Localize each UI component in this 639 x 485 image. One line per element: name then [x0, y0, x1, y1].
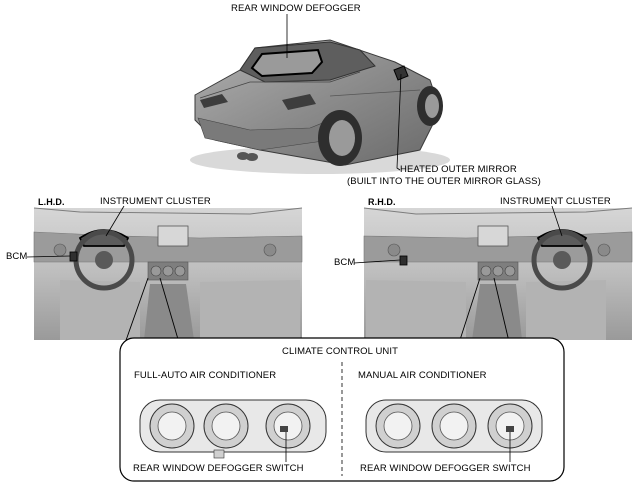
label-rhd: R.H.D.: [368, 197, 396, 207]
label-bcm-right: BCM: [334, 257, 356, 268]
label-instrument-cluster-right: INSTRUMENT CLUSTER: [500, 196, 611, 207]
manual-defogger-switch: [506, 426, 514, 432]
label-rear-window-defogger: REAR WINDOW DEFOGGER: [231, 3, 361, 14]
full-auto-defogger-switch: [280, 426, 288, 432]
label-climate-control-unit: CLIMATE CONTROL UNIT: [282, 346, 399, 357]
lhd-interior: [33, 207, 303, 340]
label-instrument-cluster-left: INSTRUMENT CLUSTER: [100, 196, 211, 207]
label-bcm-left: BCM: [6, 251, 28, 262]
label-full-auto-air-conditioner: FULL-AUTO AIR CONDITIONER: [134, 370, 277, 381]
outer-mirror: [393, 65, 409, 81]
manual-climate-unit: [365, 399, 543, 453]
rhd-interior: [363, 207, 633, 340]
label-heated-outer-mirror: HEATED OUTER MIRROR: [400, 164, 517, 175]
label-manual-air-conditioner: MANUAL AIR CONDITIONER: [358, 370, 487, 381]
rear-window-glass: [250, 48, 324, 78]
rhd-bcm: [399, 255, 408, 266]
car-illustration: [190, 39, 450, 174]
label-defogger-switch-left: REAR WINDOW DEFOGGER SWITCH: [133, 463, 304, 474]
label-defogger-switch-right: REAR WINDOW DEFOGGER SWITCH: [360, 463, 531, 474]
lhd-bcm: [69, 251, 78, 262]
label-heated-outer-mirror-note: (BUILT INTO THE OUTER MIRROR GLASS): [347, 176, 541, 187]
full-auto-climate-unit: [139, 399, 327, 459]
label-lhd: L.H.D.: [38, 197, 65, 207]
